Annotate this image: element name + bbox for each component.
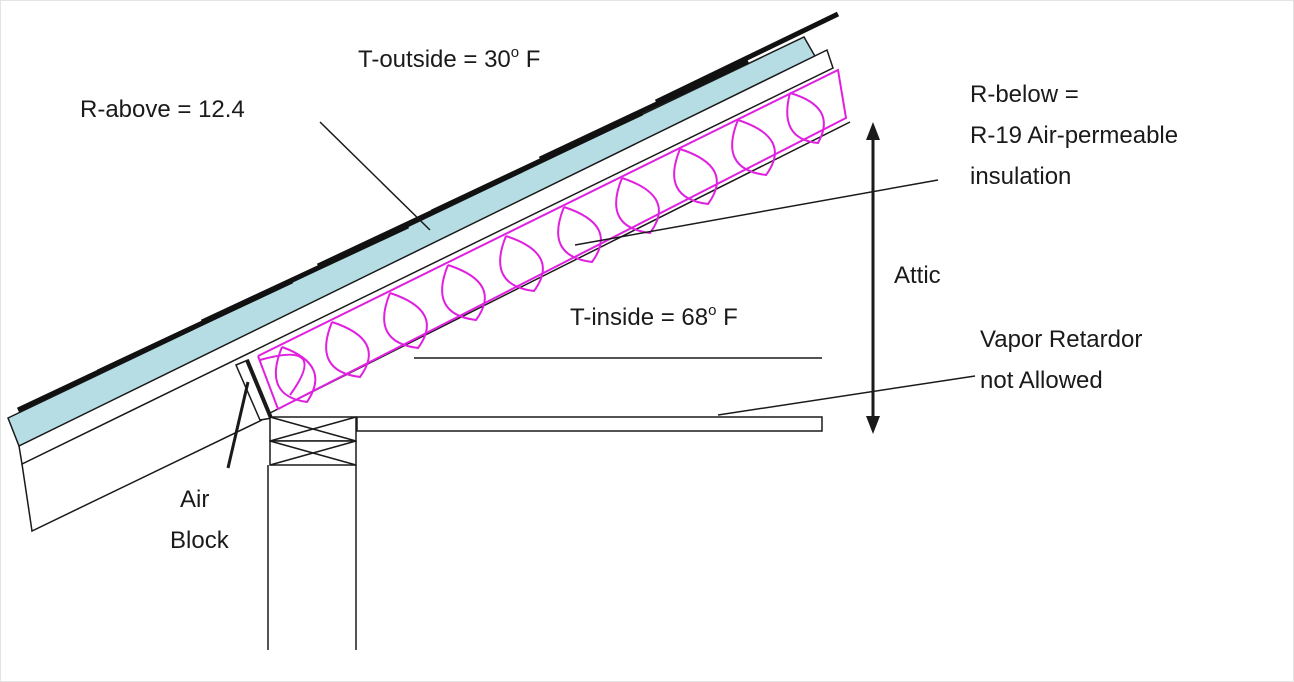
air-block-label: Air Block <box>170 486 230 554</box>
t-inside-label: T-inside = 68o F <box>570 302 738 331</box>
t-outside-label: T-outside = 30o F <box>358 44 540 73</box>
vapor-retarder-label: Vapor Retardor not Allowed <box>980 326 1149 394</box>
attic-label: Attic <box>894 262 941 289</box>
top-plate-blocks <box>269 416 357 466</box>
r-below-leader <box>574 179 939 246</box>
air-block-leader <box>226 381 250 469</box>
attic-height-arrow-icon <box>866 122 880 434</box>
wall-studs <box>267 465 357 650</box>
r-below-label: R-below = R-19 Air-permeable insulation <box>970 81 1185 190</box>
roof-sheathing <box>18 48 834 466</box>
roof-shingles <box>16 11 840 413</box>
batt-insulation <box>257 68 848 411</box>
ceiling-joist <box>356 416 823 432</box>
r-above-label: R-above = 12.4 <box>80 96 245 123</box>
r-above-leader <box>319 121 431 231</box>
vapor-retarder-leader <box>717 375 976 416</box>
